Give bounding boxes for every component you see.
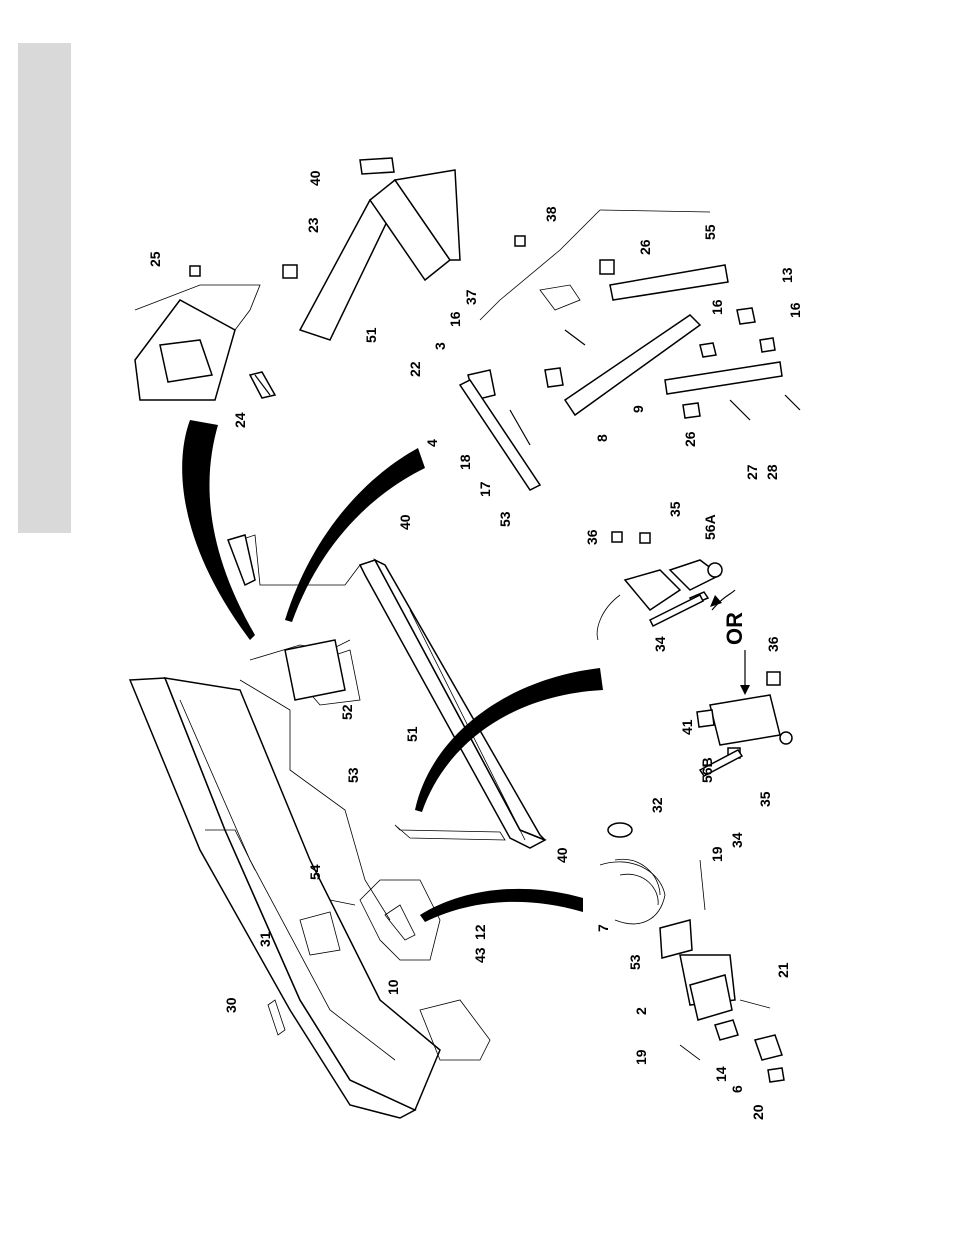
label-6: 6 xyxy=(729,1085,745,1093)
label-40-b: 40 xyxy=(397,514,413,530)
label-28: 28 xyxy=(764,464,780,480)
label-35-a: 35 xyxy=(667,501,683,517)
label-13: 13 xyxy=(779,267,795,283)
label-54: 54 xyxy=(307,864,323,880)
label-19-a: 19 xyxy=(709,846,725,862)
label-51-b: 51 xyxy=(404,726,420,742)
label-19-b: 19 xyxy=(633,1049,649,1065)
label-7: 7 xyxy=(595,924,611,932)
main-frame-assembly xyxy=(130,535,545,1118)
label-14: 14 xyxy=(713,1066,729,1082)
label-25: 25 xyxy=(147,251,163,267)
label-52: 52 xyxy=(339,704,355,720)
label-37: 37 xyxy=(463,289,479,305)
label-10: 10 xyxy=(385,979,401,995)
label-12: 12 xyxy=(472,924,488,940)
label-24: 24 xyxy=(232,412,248,428)
label-36-b: 36 xyxy=(765,636,781,652)
label-34-a: 34 xyxy=(652,636,668,652)
label-56a: 56A xyxy=(702,514,718,540)
label-43: 43 xyxy=(472,947,488,963)
label-23: 23 xyxy=(305,217,321,233)
switch-assemblies xyxy=(597,532,792,776)
label-3: 3 xyxy=(432,342,448,350)
label-26-b: 26 xyxy=(682,431,698,447)
label-51-a: 51 xyxy=(363,327,379,343)
label-16-b: 16 xyxy=(709,299,725,315)
label-53-b: 53 xyxy=(345,767,361,783)
label-18: 18 xyxy=(457,454,473,470)
label-38: 38 xyxy=(543,206,559,222)
label-40-c: 40 xyxy=(554,847,570,863)
label-40-a: 40 xyxy=(307,170,323,186)
label-36-a: 36 xyxy=(584,529,600,545)
label-31: 31 xyxy=(257,931,273,947)
label-4: 4 xyxy=(424,439,440,447)
label-34-b: 34 xyxy=(729,832,745,848)
label-56b: 56B xyxy=(699,757,715,783)
label-26-a: 26 xyxy=(637,239,653,255)
label-53-c: 53 xyxy=(627,954,643,970)
label-17: 17 xyxy=(477,481,493,497)
label-9: 9 xyxy=(630,405,646,413)
label-55: 55 xyxy=(702,224,718,240)
label-22: 22 xyxy=(407,361,423,377)
label-41: 41 xyxy=(679,719,695,735)
label-8: 8 xyxy=(594,434,610,442)
spring-pivot-assembly xyxy=(600,823,784,1082)
label-or: OR xyxy=(722,612,747,645)
label-2: 2 xyxy=(633,1007,649,1015)
label-32: 32 xyxy=(649,797,665,813)
label-20: 20 xyxy=(750,1104,766,1120)
label-27: 27 xyxy=(744,464,760,480)
label-35-b: 35 xyxy=(757,791,773,807)
top-bracket-assembly xyxy=(135,158,800,490)
label-21: 21 xyxy=(775,962,791,978)
label-30: 30 xyxy=(223,997,239,1013)
label-53-a: 53 xyxy=(497,511,513,527)
label-16-a: 16 xyxy=(447,311,463,327)
label-16-c: 16 xyxy=(787,302,803,318)
